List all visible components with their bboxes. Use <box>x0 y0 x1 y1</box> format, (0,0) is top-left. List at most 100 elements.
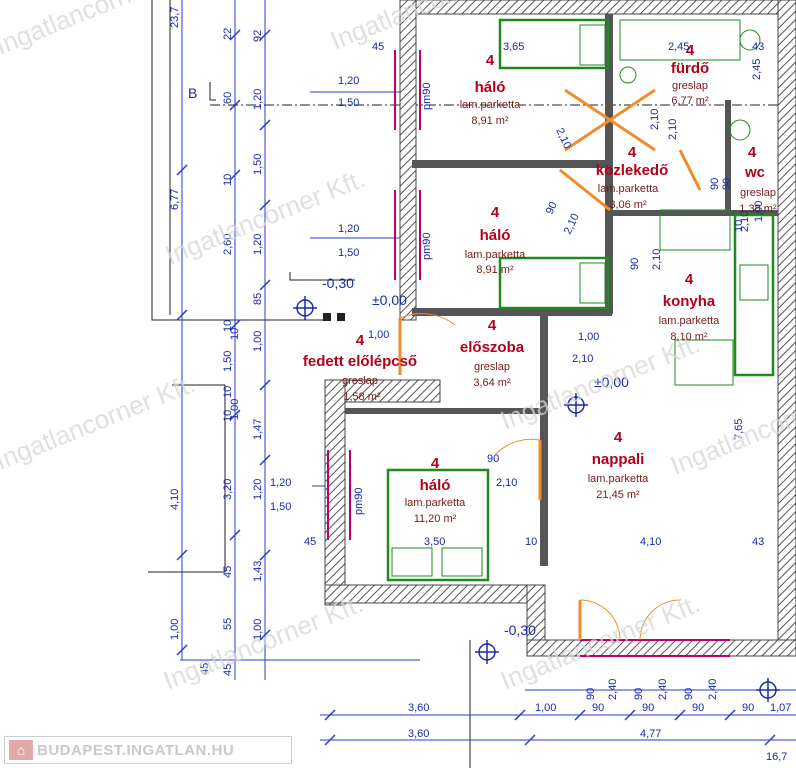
svg-text:4: 4 <box>488 317 497 334</box>
level-text-3: ±0,00 <box>594 374 629 390</box>
svg-text:11,20 m²: 11,20 m² <box>414 513 457 525</box>
svg-text:pm90: pm90 <box>353 487 365 515</box>
svg-text:8,91 m²: 8,91 m² <box>476 264 514 276</box>
bottom-dimension-row1: 90 2,40 90 2,40 90 2,40 <box>585 679 719 700</box>
room-label-wc: 4 wc greslap 1,38 m² <box>739 144 777 215</box>
svg-text:90: 90 <box>742 702 754 714</box>
left-dimension-ticks <box>176 29 776 746</box>
svg-text:21,45 m²: 21,45 m² <box>596 489 640 501</box>
svg-text:1,20: 1,20 <box>252 479 264 500</box>
room-label-konyha: 4 konyha lam.parketta 8,10 m² <box>659 271 720 343</box>
svg-text:2,10: 2,10 <box>572 353 593 365</box>
svg-text:4,77: 4,77 <box>640 728 661 740</box>
svg-text:greslap: greslap <box>342 375 378 387</box>
svg-text:90: 90 <box>709 178 721 190</box>
windows <box>327 50 730 657</box>
svg-text:90: 90 <box>629 258 641 270</box>
svg-text:háló: háló <box>420 477 451 494</box>
svg-text:10: 10 <box>733 220 745 232</box>
svg-text:greslap: greslap <box>672 80 708 92</box>
left-inner-dimension-labels: 92 1,20 1,50 1,20 85 1,00 1,47 1,20 1,43… <box>252 30 264 640</box>
svg-text:3,50: 3,50 <box>424 536 445 548</box>
svg-text:22: 22 <box>222 28 234 40</box>
svg-text:2,10: 2,10 <box>496 477 517 489</box>
svg-text:23,7: 23,7 <box>169 7 181 28</box>
svg-text:nappali: nappali <box>592 451 645 468</box>
room-label-furdo: 4 fürdő greslap 6,77 m² <box>671 42 709 107</box>
svg-text:lam.parketta: lam.parketta <box>659 315 720 327</box>
svg-text:1,20: 1,20 <box>252 89 264 110</box>
svg-text:10: 10 <box>222 410 234 422</box>
svg-text:lam.parketta: lam.parketta <box>465 249 526 261</box>
svg-text:4: 4 <box>685 271 694 288</box>
level-markers-black <box>323 313 345 321</box>
svg-text:90: 90 <box>592 702 604 714</box>
level-text-4: -0,30 <box>504 622 536 638</box>
svg-text:2,45: 2,45 <box>668 41 689 53</box>
svg-text:4: 4 <box>614 429 623 446</box>
svg-text:4,10: 4,10 <box>169 489 181 510</box>
svg-text:90: 90 <box>633 688 645 700</box>
svg-text:10: 10 <box>222 174 234 186</box>
svg-text:fürdő: fürdő <box>671 60 709 77</box>
svg-text:3,65: 3,65 <box>503 41 524 53</box>
svg-text:előszoba: előszoba <box>460 339 525 356</box>
svg-text:4: 4 <box>491 204 500 221</box>
svg-text:1,20: 1,20 <box>338 75 359 87</box>
svg-text:85: 85 <box>252 293 264 305</box>
room-label-halo1: 4 háló lam.parketta 8,91 m² <box>460 52 521 127</box>
room-label-kozlekedo: 4 közlekedő lam.parketta 3,06 m² <box>596 144 669 211</box>
svg-text:90: 90 <box>585 688 597 700</box>
svg-text:2,40: 2,40 <box>607 679 619 700</box>
svg-text:4: 4 <box>356 332 365 349</box>
svg-text:2,45: 2,45 <box>751 59 763 80</box>
level-text-1: -0,30 <box>322 275 354 291</box>
svg-text:1,00: 1,00 <box>169 619 181 640</box>
svg-text:1,50: 1,50 <box>338 97 359 109</box>
svg-text:2,10: 2,10 <box>562 212 582 236</box>
left-mid-dimension-labels: 22 60 2,60 10 10 10 1,50 10 3,20 45 55 4… <box>222 28 234 676</box>
svg-text:55: 55 <box>222 618 234 630</box>
svg-text:1,20: 1,20 <box>270 477 291 489</box>
svg-text:1,00: 1,00 <box>252 331 264 352</box>
svg-text:45: 45 <box>199 663 211 675</box>
svg-text:43: 43 <box>752 536 764 548</box>
left-outer-dimension-labels: 23,7 6,77 4,10 1,00 45 <box>169 7 211 675</box>
left-dimension-lines <box>180 0 796 741</box>
svg-text:lam.parketta: lam.parketta <box>588 473 649 485</box>
svg-text:konyha: konyha <box>663 293 716 310</box>
walls <box>324 0 796 657</box>
context-lines <box>148 0 471 768</box>
svg-text:4: 4 <box>431 455 440 472</box>
svg-text:16,7: 16,7 <box>766 751 787 763</box>
svg-text:Ingatlancorner Kft.: Ingatlancorner Kft. <box>496 328 704 435</box>
svg-text:8,10 m²: 8,10 m² <box>670 331 708 343</box>
svg-text:90: 90 <box>683 688 695 700</box>
bottom-dimension-row2: 3,60 1,00 90 90 90 90 1,07 <box>408 702 791 714</box>
svg-text:1,00: 1,00 <box>252 619 264 640</box>
svg-text:6,77 m²: 6,77 m² <box>671 95 709 107</box>
svg-text:Ingatlancorner Kft.: Ingatlancorner Kft. <box>159 588 367 695</box>
svg-text:45: 45 <box>222 566 234 578</box>
logo-text: BUDAPEST.INGATLAN.HU <box>37 741 235 759</box>
section-marker-bracket <box>209 82 216 101</box>
doors <box>398 88 702 640</box>
section-marker-label: B <box>188 85 197 101</box>
room-label-eloszoba: 4 előszoba greslap 3,64 m² <box>460 317 525 389</box>
svg-text:3,20: 3,20 <box>222 479 234 500</box>
svg-text:3,60: 3,60 <box>408 702 429 714</box>
svg-text:háló: háló <box>475 79 506 96</box>
svg-text:háló: háló <box>480 227 511 244</box>
svg-text:1,50: 1,50 <box>338 247 359 259</box>
level-markers <box>293 296 780 702</box>
svg-text:1,07: 1,07 <box>770 702 791 714</box>
room-label-halo2: 4 háló lam.parketta 8,91 m² <box>465 204 526 276</box>
site-logo[interactable]: ⌂ BUDAPEST.INGATLAN.HU <box>4 736 292 764</box>
svg-text:10: 10 <box>222 386 234 398</box>
svg-text:2,10: 2,10 <box>651 249 663 270</box>
svg-text:45: 45 <box>304 536 316 548</box>
svg-text:4,10: 4,10 <box>640 536 661 548</box>
svg-text:10: 10 <box>525 536 537 548</box>
svg-text:lam.parketta: lam.parketta <box>598 183 659 195</box>
svg-text:wc: wc <box>744 164 765 181</box>
